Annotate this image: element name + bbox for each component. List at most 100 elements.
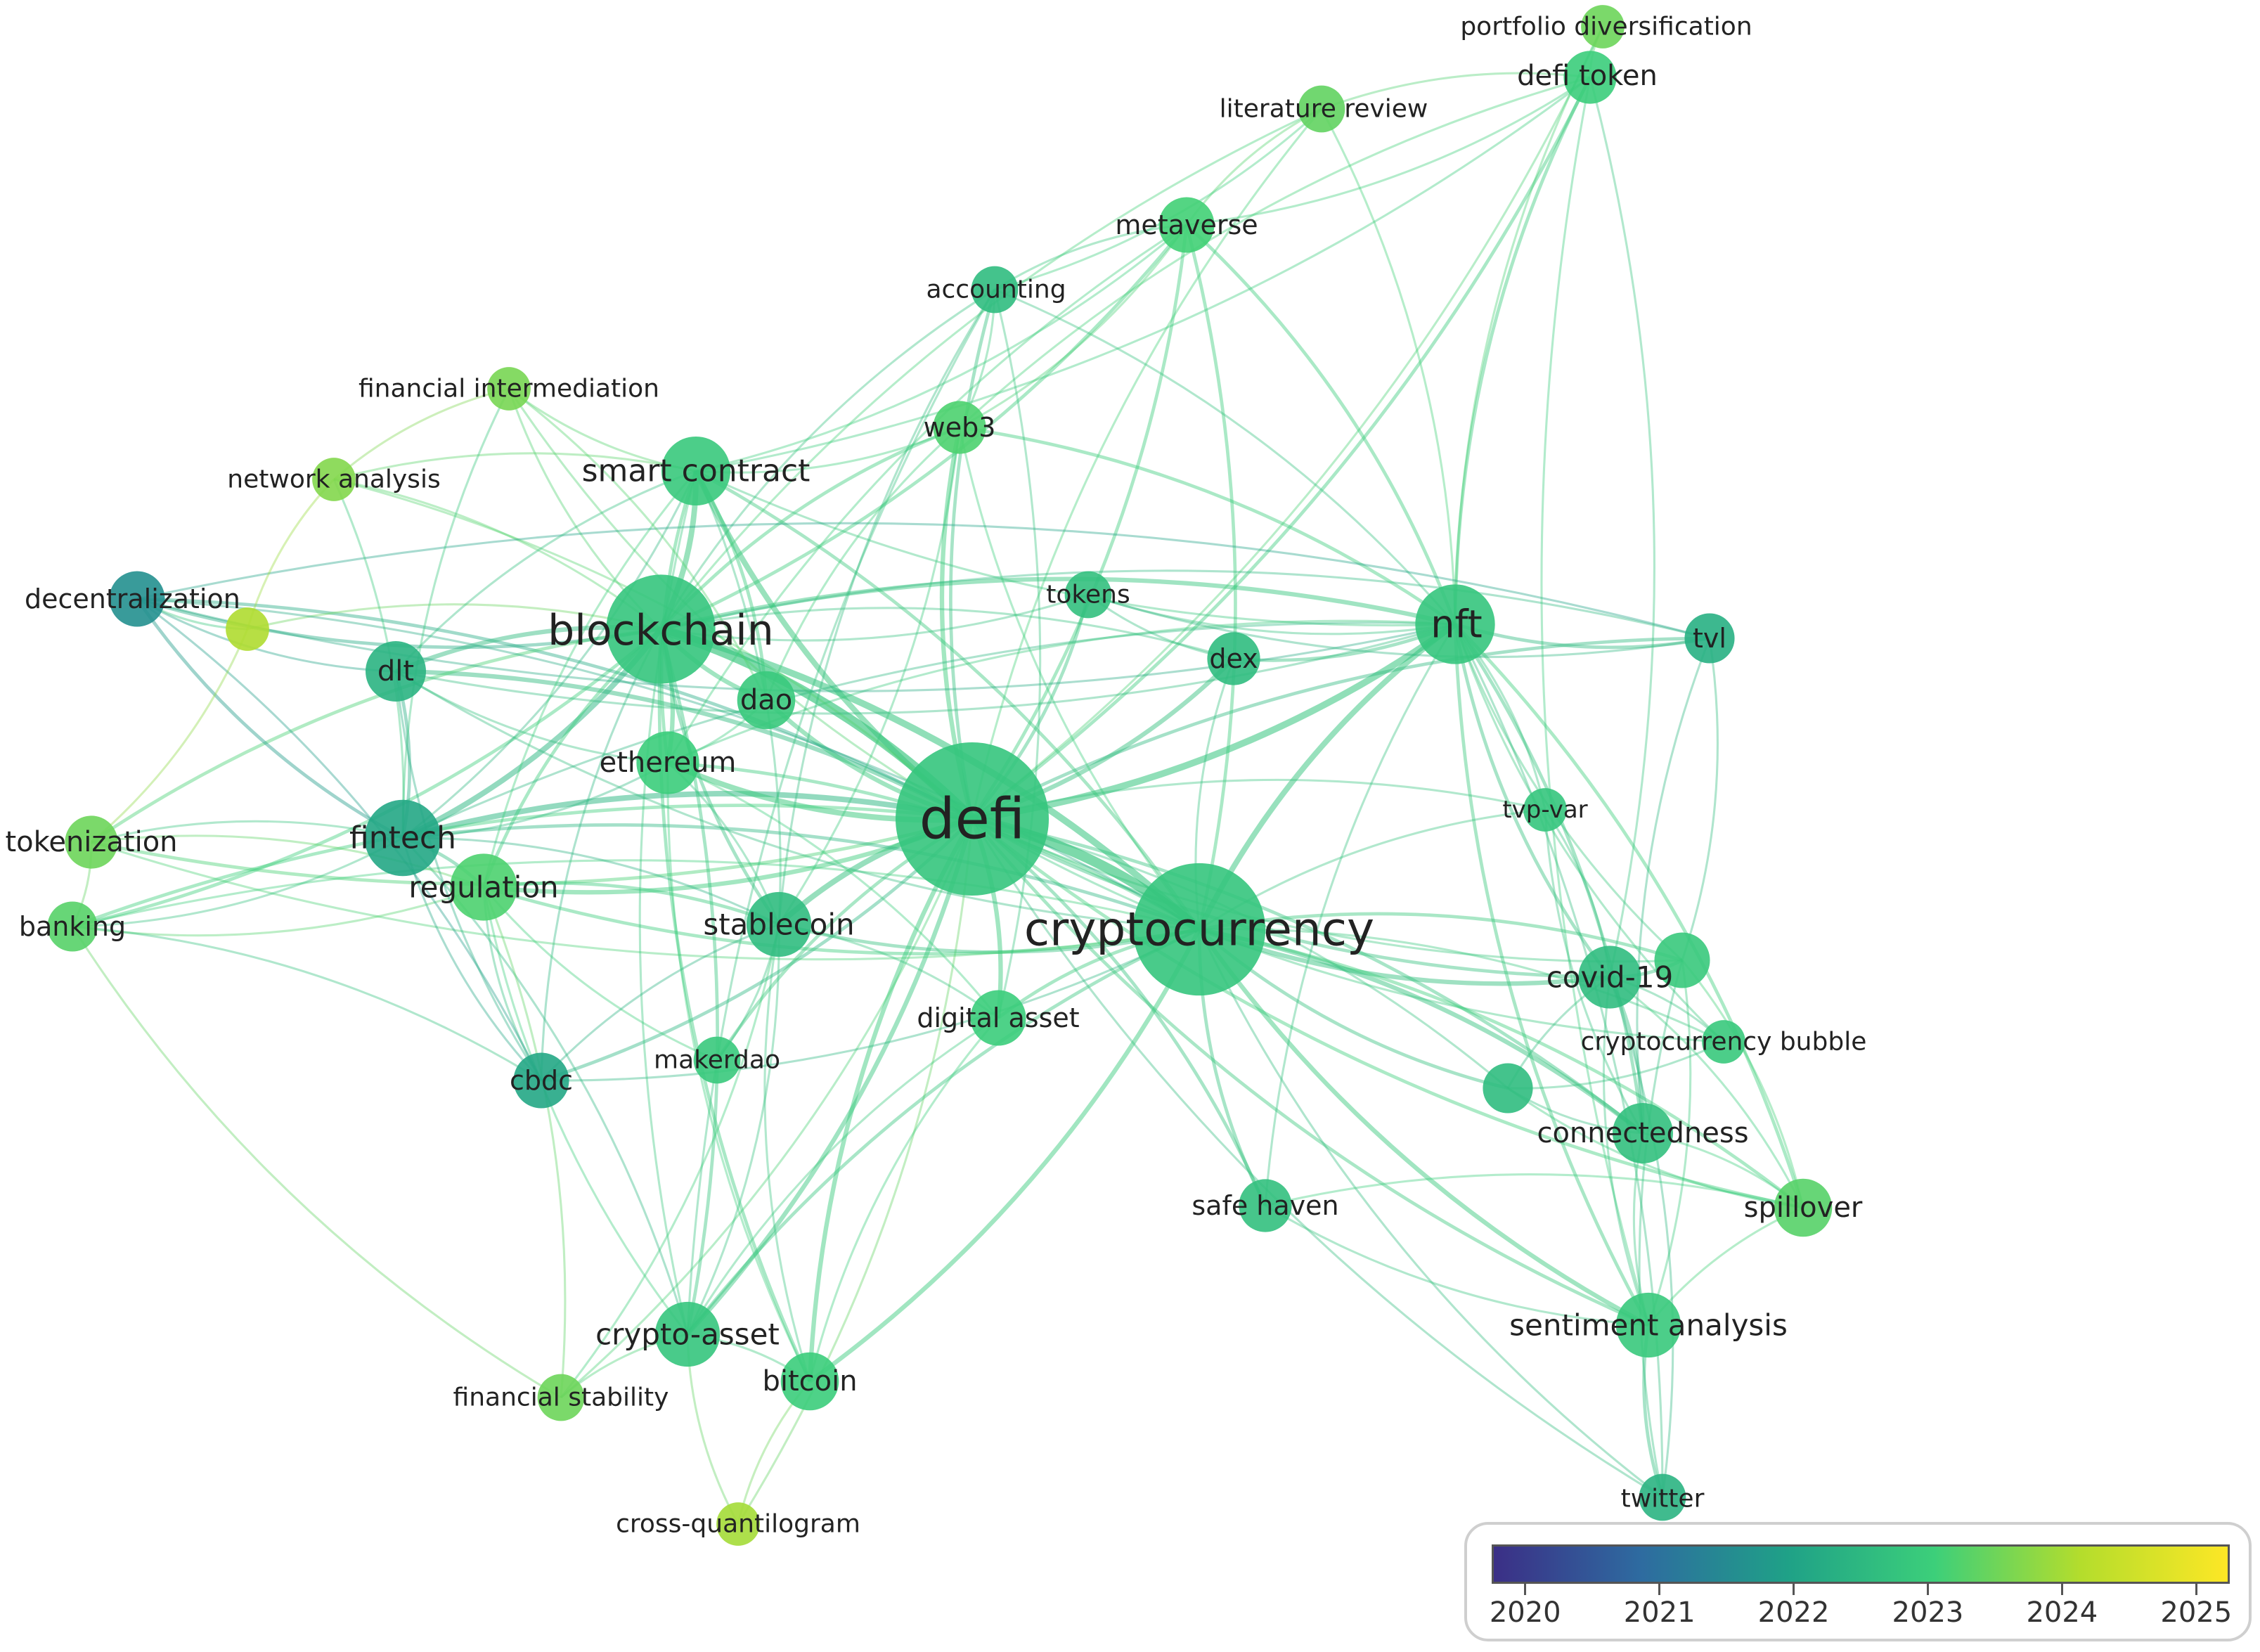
edge-cryptocurrency-unlabeled-b	[1199, 912, 1683, 962]
edge-defi-cross-quantilogram	[737, 818, 974, 1525]
label-stablecoin: stablecoin	[703, 908, 854, 942]
edge-defi-tvl	[971, 636, 1710, 821]
edge-defi-banking	[72, 804, 973, 929]
node-covid-19[interactable]	[1578, 946, 1641, 1009]
node-connectedness[interactable]	[1613, 1103, 1673, 1163]
node-financial-intermediation[interactable]	[487, 367, 531, 411]
edge-smart-contract-fintech	[402, 470, 697, 839]
node-metaverse[interactable]	[1158, 197, 1215, 253]
node-unlabeled-b[interactable]	[1654, 932, 1710, 988]
node-portfolio-diversification[interactable]	[1581, 5, 1625, 49]
edge-defi-token-web3	[958, 76, 1591, 429]
node-dlt[interactable]	[366, 641, 426, 702]
edge-accounting-digital-asset	[993, 289, 1042, 1019]
edge-fintech-banking	[72, 837, 403, 928]
node-nft[interactable]	[1415, 584, 1495, 664]
node-defi-token[interactable]	[1563, 51, 1617, 104]
edge-nft-portfolio-diversification	[1454, 26, 1604, 625]
edge-decentralization-dlt	[136, 598, 396, 673]
edge-safe-haven-spillover	[1265, 1173, 1804, 1209]
node-twitter[interactable]	[1639, 1473, 1686, 1521]
node-literature-review[interactable]	[1298, 85, 1345, 133]
legend-label-2024: 2024	[2026, 1596, 2098, 1629]
edge-cryptocurrency-tokenization	[91, 841, 1200, 961]
label-dao: dao	[740, 684, 792, 716]
node-dao[interactable]	[737, 671, 796, 730]
edge-web3-smart-contract	[695, 426, 960, 474]
edge-cryptocurrency-connectedness	[1199, 927, 1644, 1135]
edge-nft-tokens	[1087, 593, 1456, 635]
node-banking[interactable]	[47, 901, 98, 952]
edge-tokenization-unlabeled-a	[90, 628, 249, 844]
node-fintech[interactable]	[364, 799, 441, 877]
edge-defi-decentralization	[136, 597, 974, 821]
node-spillover[interactable]	[1774, 1178, 1833, 1237]
legend-tick	[2195, 1584, 2197, 1595]
node-decentralization[interactable]	[109, 571, 165, 627]
edge-metaverse-ethereum	[666, 224, 1187, 763]
edge-sentiment-analysis-unlabeled-b	[1647, 960, 1692, 1326]
node-unlabeled-c[interactable]	[1483, 1063, 1533, 1114]
node-defi[interactable]	[896, 742, 1049, 896]
node-dex[interactable]	[1207, 632, 1260, 685]
node-unlabeled-a[interactable]	[226, 607, 269, 651]
edge-defi-token-metaverse	[1186, 76, 1591, 226]
node-financial-stability[interactable]	[537, 1374, 585, 1421]
node-cryptocurrency-bubble[interactable]	[1702, 1020, 1745, 1064]
edge-metaverse-web3	[959, 224, 1188, 429]
edge-defi-token-covid-19	[1589, 77, 1655, 978]
node-smart-contract[interactable]	[661, 436, 731, 506]
edge-cryptocurrency-web3	[958, 427, 1201, 930]
edge-banking-financial-stability	[71, 926, 562, 1399]
node-tokenization[interactable]	[65, 815, 118, 869]
node-crypto-asset[interactable]	[654, 1301, 721, 1367]
node-sentiment-analysis[interactable]	[1615, 1292, 1681, 1358]
edge-stablecoin-bitcoin	[763, 924, 811, 1382]
edge-nft-spillover	[1454, 623, 1805, 1208]
edge-cryptocurrency-dlt	[395, 670, 1200, 931]
edge-stablecoin-cbdc	[540, 923, 780, 1082]
edge-nft-twitter	[1454, 624, 1664, 1498]
edge-fintech-financial-intermediation	[401, 388, 510, 839]
edge-nft-literature-review	[1320, 108, 1457, 625]
edge-cryptocurrency-bitcoin	[808, 928, 1201, 1383]
node-network-analysis[interactable]	[312, 458, 356, 501]
node-digital-asset[interactable]	[970, 990, 1026, 1046]
node-makerdao[interactable]	[693, 1036, 741, 1084]
edge-tvl-unlabeled-b	[1681, 638, 1719, 961]
node-accounting[interactable]	[971, 266, 1019, 314]
edge-regulation-tokenization	[91, 834, 484, 889]
node-cross-quantilogram[interactable]	[716, 1502, 760, 1546]
node-bitcoin[interactable]	[780, 1352, 839, 1411]
legend-label-2023: 2023	[1892, 1596, 1964, 1629]
label-ethereum: ethereum	[600, 747, 737, 779]
legend-label-2022: 2022	[1757, 1596, 1830, 1629]
edge-unlabeled-b-twitter	[1638, 960, 1684, 1498]
node-regulation[interactable]	[450, 853, 517, 921]
node-blockchain[interactable]	[606, 574, 716, 684]
edge-web3-stablecoin	[777, 427, 961, 925]
edge-cryptocurrency-decentralization	[136, 598, 1200, 931]
node-tokens[interactable]	[1064, 571, 1112, 619]
edge-defi-covid-19	[971, 817, 1610, 979]
node-stablecoin[interactable]	[746, 891, 812, 957]
edge-unlabeled-b-spillover	[1681, 960, 1804, 1208]
node-ethereum[interactable]	[636, 731, 699, 794]
label-makerdao: makerdao	[654, 1046, 780, 1075]
node-cbdc[interactable]	[513, 1052, 569, 1109]
label-crypto-asset: crypto-asset	[595, 1317, 780, 1352]
node-web3[interactable]	[933, 401, 986, 454]
node-tvl[interactable]	[1684, 613, 1735, 664]
edge-nft-safe-haven	[1264, 624, 1457, 1206]
edge-cryptocurrency-smart-contract	[695, 469, 1201, 931]
label-dlt: dlt	[377, 655, 414, 688]
edge-blockchain-cbdc	[540, 628, 662, 1081]
node-cryptocurrency[interactable]	[1132, 863, 1266, 996]
edge-nft-web3	[959, 425, 1457, 626]
node-safe-haven[interactable]	[1239, 1179, 1292, 1232]
edge-nft-accounting	[994, 288, 1457, 626]
node-tvp-var[interactable]	[1523, 788, 1567, 832]
edge-defi-fintech	[401, 791, 973, 841]
edge-fintech-decentralization	[136, 598, 404, 840]
edge-defi-unlabeled-b	[971, 818, 1683, 963]
